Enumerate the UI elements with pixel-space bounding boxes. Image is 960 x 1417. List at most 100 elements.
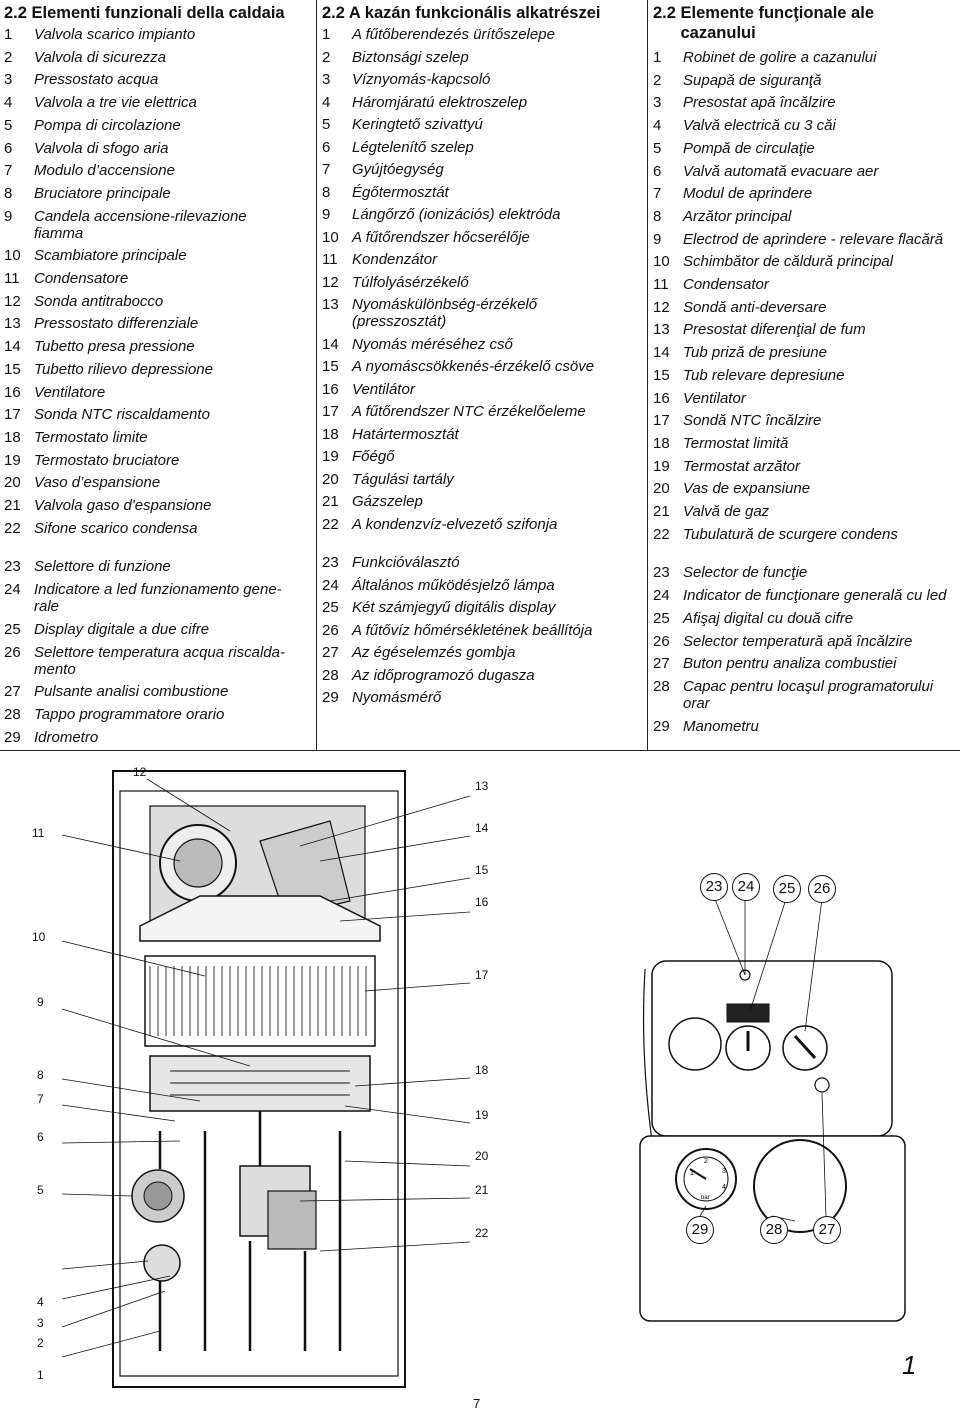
item-text: Ventilatore bbox=[34, 383, 106, 401]
callout-13: 13 bbox=[475, 779, 489, 793]
timer-dial bbox=[753, 1139, 847, 1233]
gauge-mark-3: 3 bbox=[722, 1168, 726, 1175]
callout-25: 25 bbox=[773, 875, 801, 903]
gauge-mark-4: 4 bbox=[722, 1184, 726, 1191]
item-text: Termostat arzător bbox=[683, 457, 800, 475]
item-number: 19 bbox=[322, 448, 339, 465]
callout-6: 6 bbox=[37, 1130, 44, 1144]
item-number: 1 bbox=[653, 49, 662, 66]
item-text: Modulo d’accensione bbox=[34, 162, 175, 180]
item-text: Afişaj digital cu două cifre bbox=[683, 609, 854, 627]
item-number: 14 bbox=[653, 344, 670, 362]
item-text: A nyomáscsökkenés-érzékelő csöve bbox=[352, 358, 595, 375]
item-number: 1 bbox=[322, 26, 331, 43]
item-number: 7 bbox=[4, 162, 13, 180]
callout-28: 28 bbox=[760, 1216, 788, 1244]
item-number: 26 bbox=[322, 621, 339, 639]
item-number: 16 bbox=[322, 380, 339, 398]
item-number: 20 bbox=[4, 474, 21, 492]
gauge-mark-2: 2 bbox=[704, 1158, 708, 1165]
item-number: 8 bbox=[4, 184, 13, 202]
item-number: 24 bbox=[4, 581, 21, 599]
item-number: 2 bbox=[322, 48, 331, 66]
item-text: Határtermosztát bbox=[352, 425, 459, 443]
item-number: 24 bbox=[322, 576, 339, 594]
callout-5: 5 bbox=[37, 1183, 44, 1197]
callout-16: 16 bbox=[475, 895, 489, 909]
item-number: 4 bbox=[322, 93, 331, 111]
pressure-switch bbox=[259, 820, 351, 917]
romanian-heading: 2.2 Elemente funcţionale ale cazanului bbox=[653, 4, 874, 42]
item-number: 2 bbox=[4, 48, 13, 66]
item-text: Scambiatore principale bbox=[34, 247, 187, 265]
callout-15: 15 bbox=[475, 863, 489, 877]
item-number: 29 bbox=[322, 689, 339, 706]
item-number: 13 bbox=[653, 321, 670, 339]
callout-18: 18 bbox=[475, 1063, 489, 1077]
item-number: 17 bbox=[4, 406, 21, 424]
item-text: A kondenzvíz-elvezető szifonja bbox=[352, 515, 558, 533]
item-number: 6 bbox=[653, 162, 662, 180]
item-number: 20 bbox=[653, 480, 670, 498]
item-text: Robinet de golire a cazanului bbox=[683, 49, 877, 66]
item-text: Pulsante analisi combustione bbox=[34, 683, 229, 701]
item-text: Idrometro bbox=[34, 728, 99, 746]
analysis-button bbox=[814, 1077, 830, 1093]
callout-20: 20 bbox=[475, 1149, 489, 1163]
item-number: 27 bbox=[653, 655, 670, 673]
item-number: 2 bbox=[653, 71, 662, 89]
item-number: 15 bbox=[4, 360, 21, 378]
item-number: 9 bbox=[4, 207, 13, 225]
item-number: 7 bbox=[322, 161, 331, 178]
item-text: Valvă automată evacuare aer bbox=[683, 162, 879, 180]
three-way-valve bbox=[143, 1244, 181, 1282]
item-number: 17 bbox=[322, 403, 339, 420]
item-text: Vas de expansiune bbox=[683, 480, 811, 498]
item-text: Nyomás méréséhez cső bbox=[352, 335, 513, 353]
item-number: 24 bbox=[653, 587, 670, 605]
item-number: 16 bbox=[4, 383, 21, 401]
item-number: 29 bbox=[653, 717, 670, 735]
item-text: Manometru bbox=[683, 717, 759, 735]
callout-12: 12 bbox=[133, 765, 147, 779]
item-text: Sondă anti-deversare bbox=[683, 298, 827, 316]
callout-2: 2 bbox=[37, 1336, 44, 1350]
item-number: 22 bbox=[653, 525, 670, 543]
item-text: Tágulási tartály bbox=[352, 470, 454, 488]
item-text: Ventilátor bbox=[352, 380, 415, 398]
item-number: 23 bbox=[322, 554, 339, 571]
item-number: 5 bbox=[653, 139, 662, 157]
item-text: Selettore temperatura acqua riscalda- me… bbox=[34, 643, 285, 678]
item-text: Nyomáskülönbség-érzékelő (presszosztát) bbox=[352, 296, 538, 330]
item-text: Háromjáratú elektroszelep bbox=[352, 93, 528, 111]
item-number: 15 bbox=[653, 366, 670, 384]
italian-heading: 2.2 Elementi funzionali della caldaia bbox=[4, 4, 285, 22]
gauge-unit: bar bbox=[701, 1195, 710, 1201]
callout-10: 10 bbox=[32, 930, 46, 944]
item-number: 21 bbox=[653, 503, 670, 520]
item-text: Supapă de siguranţă bbox=[683, 71, 822, 89]
item-text: Termostat limită bbox=[683, 434, 789, 452]
item-number: 10 bbox=[4, 247, 21, 265]
item-text: Az időprogramozó dugasza bbox=[352, 666, 535, 684]
item-number: 5 bbox=[322, 116, 331, 133]
item-text: Tubetto rilievo depressione bbox=[34, 360, 213, 378]
item-number: 7 bbox=[653, 185, 662, 203]
item-number: 23 bbox=[4, 558, 21, 576]
item-text: Pompa di circolazione bbox=[34, 116, 181, 134]
boiler-diagram: 2 3 4 1 bar bbox=[0, 750, 960, 1417]
boiler-inner-frame bbox=[119, 790, 399, 1377]
item-number: 10 bbox=[322, 228, 339, 246]
flue-hood bbox=[139, 895, 381, 942]
burner-ramps bbox=[170, 1070, 350, 1096]
item-text: Lángőrző (ionizációs) elektróda bbox=[352, 206, 561, 223]
item-number: 27 bbox=[322, 644, 339, 661]
item-number: 3 bbox=[322, 71, 331, 88]
item-text: Sifone scarico condensa bbox=[34, 519, 198, 537]
callout-1: 1 bbox=[37, 1368, 44, 1382]
item-text: Tubulatură de scurgere condens bbox=[683, 525, 898, 543]
item-text: Tub relevare depresiune bbox=[683, 366, 845, 384]
item-number: 23 bbox=[653, 564, 670, 582]
callout-14: 14 bbox=[475, 821, 489, 835]
